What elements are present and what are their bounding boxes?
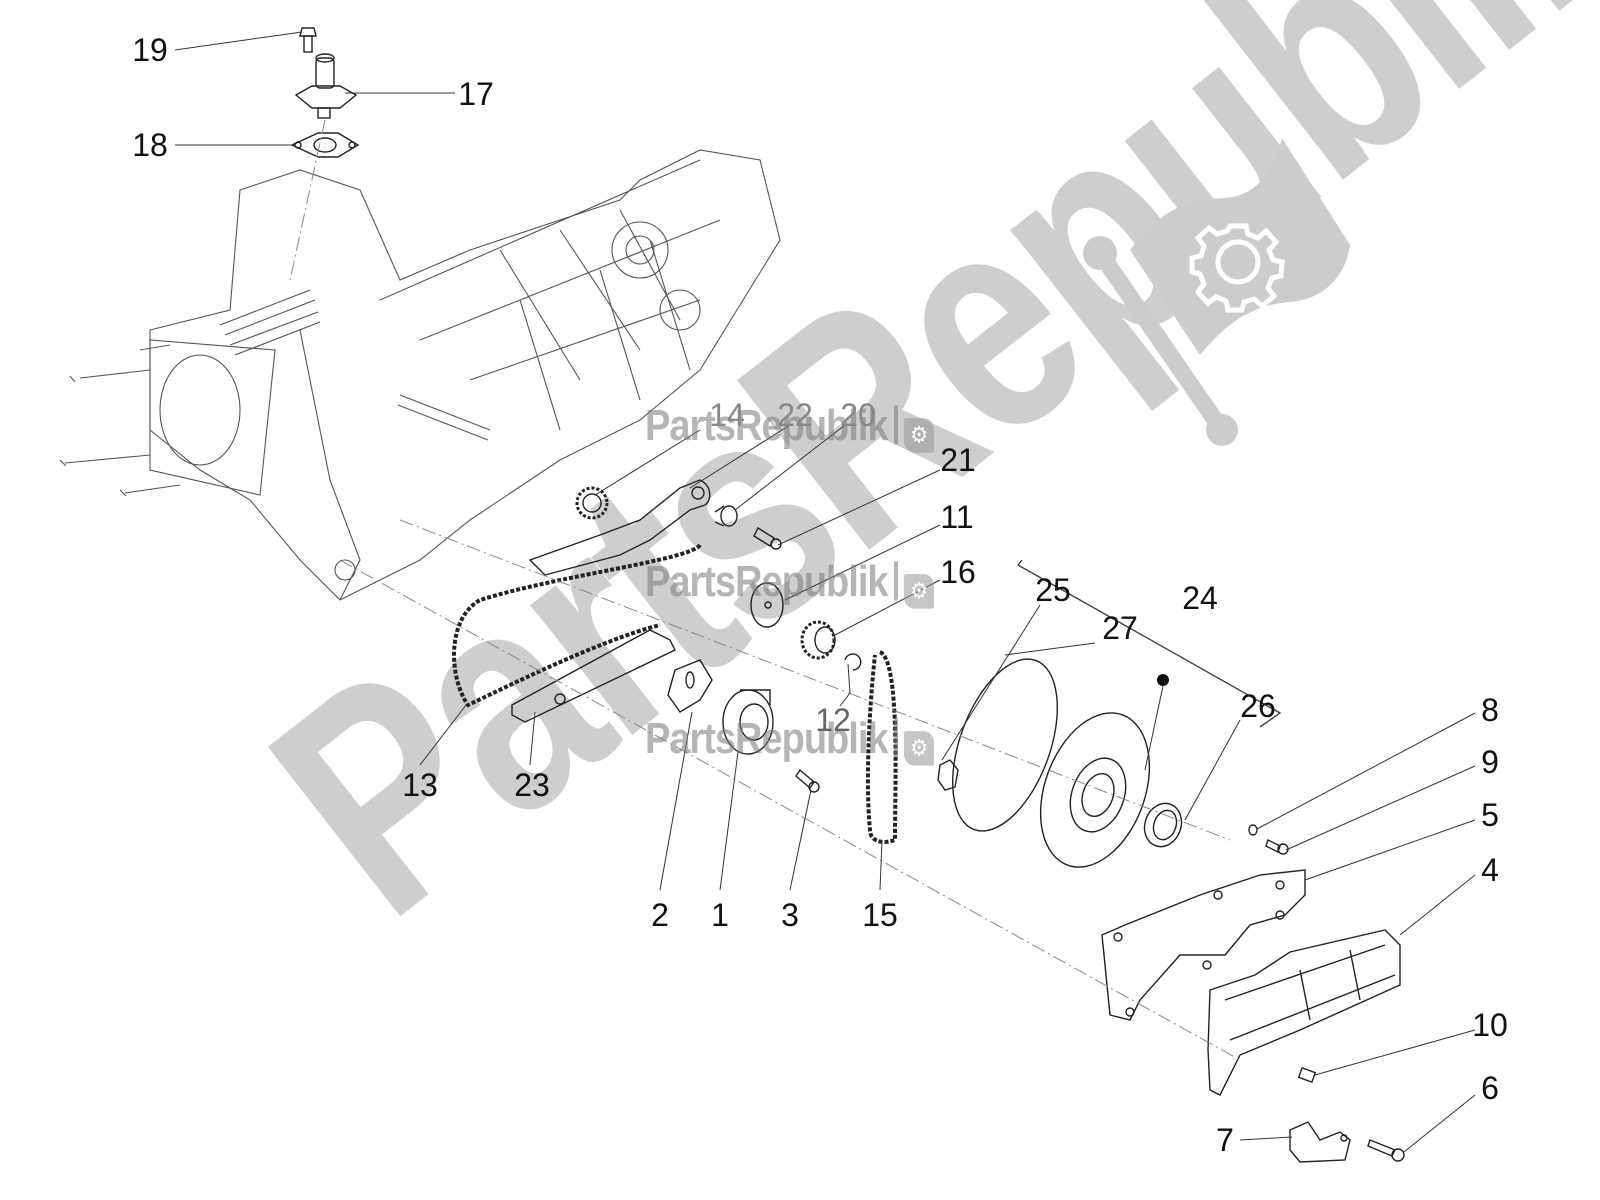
chain-guide-23-drawing [511,629,676,723]
callout-10[interactable]: 10 [1472,1007,1508,1043]
dowel-pin-10-drawing [1297,1067,1317,1083]
bolt-3-drawing [795,768,820,793]
watermark-small-2: PartsRepublik ⚙ [645,558,934,609]
callout-25[interactable]: 25 [1035,572,1071,608]
callout-5[interactable]: 5 [1481,797,1499,833]
chain-guide-22-drawing [528,479,711,576]
callout-1[interactable]: 1 [711,897,729,933]
tensioner-17-drawing [294,53,358,119]
pump-sprocket-16-drawing [800,620,836,660]
flag-gear-icon: ⚙ [903,418,934,453]
washer-8-drawing [1248,824,1258,836]
callout-2[interactable]: 2 [651,897,669,933]
callout-16[interactable]: 16 [940,554,976,590]
callout-9[interactable]: 9 [1481,744,1499,780]
gasket-18-drawing [290,132,360,158]
oil-pump-1-drawing [722,689,774,755]
callout-6[interactable]: 6 [1481,1070,1499,1106]
sprocket-14-drawing [575,486,609,520]
callout-24[interactable]: 24 [1182,580,1218,616]
bolt-6-drawing [1367,1139,1405,1162]
screw-9-drawing [1265,839,1289,855]
watermark-divider [893,561,898,601]
alignment-axes [289,119,1241,1061]
bushing-20-drawing [714,505,738,527]
kit-bracket [1016,559,1282,728]
callout-4[interactable]: 4 [1481,852,1499,888]
pump-cover-24-drawing [1039,712,1151,868]
washer-11-drawing [750,582,784,628]
oil-sump-4-drawing [1207,929,1401,1096]
callout-13[interactable]: 13 [402,767,438,803]
watermark-small-1: PartsRepublik ⚙ [645,402,934,453]
watermark-small-text: PartsRepublik [645,715,889,764]
pump-plate-2-drawing [667,659,713,713]
circlip-12-drawing [844,653,862,671]
bushing-25-drawing [937,759,959,791]
crankcase-drawing [59,149,781,601]
kit-indicator-dot [1157,674,1169,686]
callout-18[interactable]: 18 [132,127,168,163]
callout-17[interactable]: 17 [458,76,494,112]
callout-7[interactable]: 7 [1216,1122,1234,1158]
callout-22[interactable]: 22 [777,397,813,433]
flag-gear-icon [1083,138,1350,446]
bracket-7-drawing [1289,1121,1351,1163]
flag-gear-icon: ⚙ [903,731,934,766]
callout-14[interactable]: 14 [709,397,745,433]
watermark-divider [893,718,898,758]
callout-3[interactable]: 3 [781,897,799,933]
watermark-divider [893,405,898,445]
callout-12[interactable]: 12 [815,702,851,738]
callout-11[interactable]: 11 [940,499,974,535]
leader-lines [174,31,1476,1153]
watermark-small-text: PartsRepublik [645,402,889,451]
pump-chain-15-drawing [865,650,898,844]
callout-21[interactable]: 21 [940,442,976,478]
bolt-21-drawing [753,526,782,550]
callout-20[interactable]: 20 [840,397,876,433]
timing-chain-13-drawing [452,543,702,708]
watermark-small-3: PartsRepublik ⚙ [645,715,934,766]
callout-23[interactable]: 23 [514,767,550,803]
watermark-small-text: PartsRepublik [645,558,889,607]
callout-26[interactable]: 26 [1240,688,1276,724]
oil-seal-26-drawing [1143,802,1183,848]
sump-gasket-5-drawing [1101,869,1306,1021]
oring-27-drawing [951,658,1059,832]
bolt-19-drawing [299,27,317,53]
callout-27[interactable]: 27 [1102,610,1138,646]
callout-8[interactable]: 8 [1481,692,1499,728]
callout-19[interactable]: 19 [132,32,168,68]
flag-gear-icon: ⚙ [903,574,934,609]
callout-15[interactable]: 15 [862,897,898,933]
